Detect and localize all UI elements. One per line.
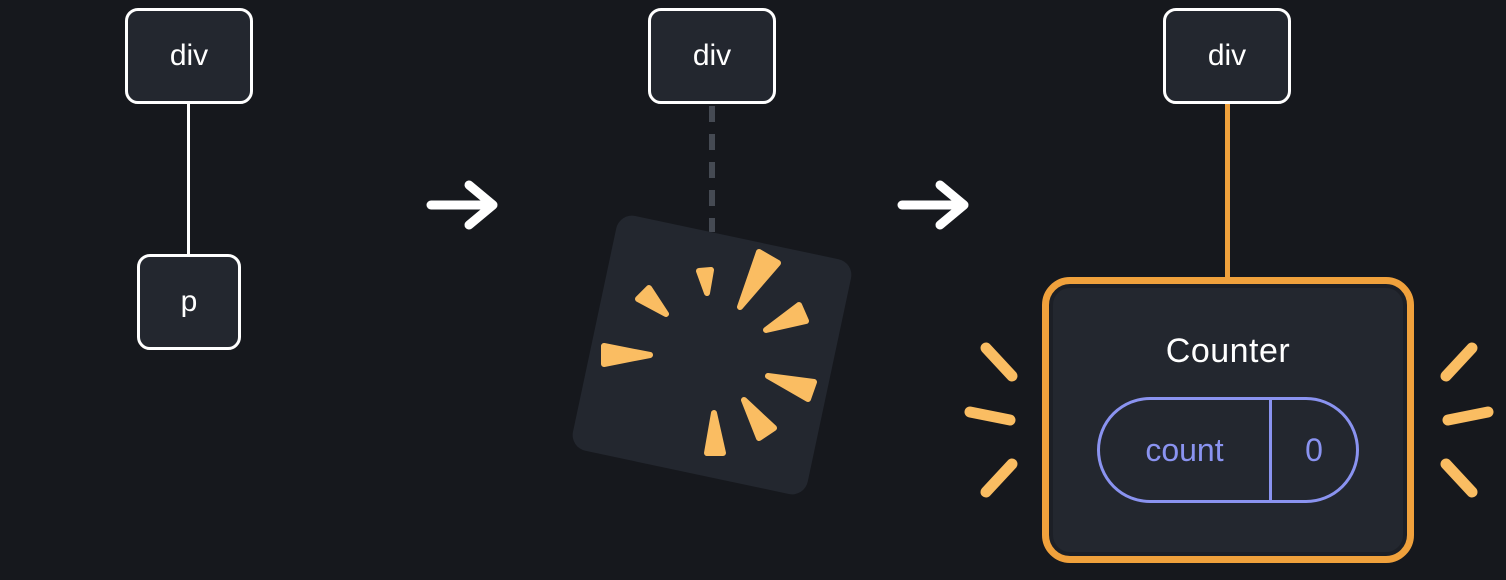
props-pill: count 0 bbox=[1097, 397, 1359, 503]
component-title: Counter bbox=[1165, 332, 1291, 370]
dom-node-label: p bbox=[180, 285, 198, 318]
arrow-head bbox=[935, 180, 969, 230]
arrow-head bbox=[464, 180, 498, 230]
dom-node-div-2: div bbox=[648, 8, 776, 104]
dom-node-label: div bbox=[169, 39, 209, 72]
prop-name: count bbox=[1145, 431, 1224, 468]
tree-edge-active bbox=[1225, 104, 1230, 284]
tree-edge-dashed bbox=[709, 106, 715, 232]
dom-node-label: div bbox=[1207, 39, 1247, 72]
dom-node-p: p bbox=[137, 254, 241, 350]
counter-card: Counter count 0 bbox=[1042, 277, 1414, 563]
dom-node-label: div bbox=[692, 39, 732, 72]
prop-value: 0 bbox=[1268, 400, 1356, 500]
dom-node-div-1: div bbox=[125, 8, 253, 104]
arrow-right-icon bbox=[426, 180, 498, 230]
sparkle-icon bbox=[1440, 342, 1494, 498]
explosion-sparks bbox=[601, 249, 817, 456]
explosion-square bbox=[572, 215, 852, 495]
explosion-icon bbox=[572, 215, 852, 495]
tree-edge bbox=[187, 104, 190, 256]
dom-node-div-3: div bbox=[1163, 8, 1291, 104]
sparkle-icon bbox=[964, 342, 1018, 498]
arrow-right-icon bbox=[897, 180, 969, 230]
